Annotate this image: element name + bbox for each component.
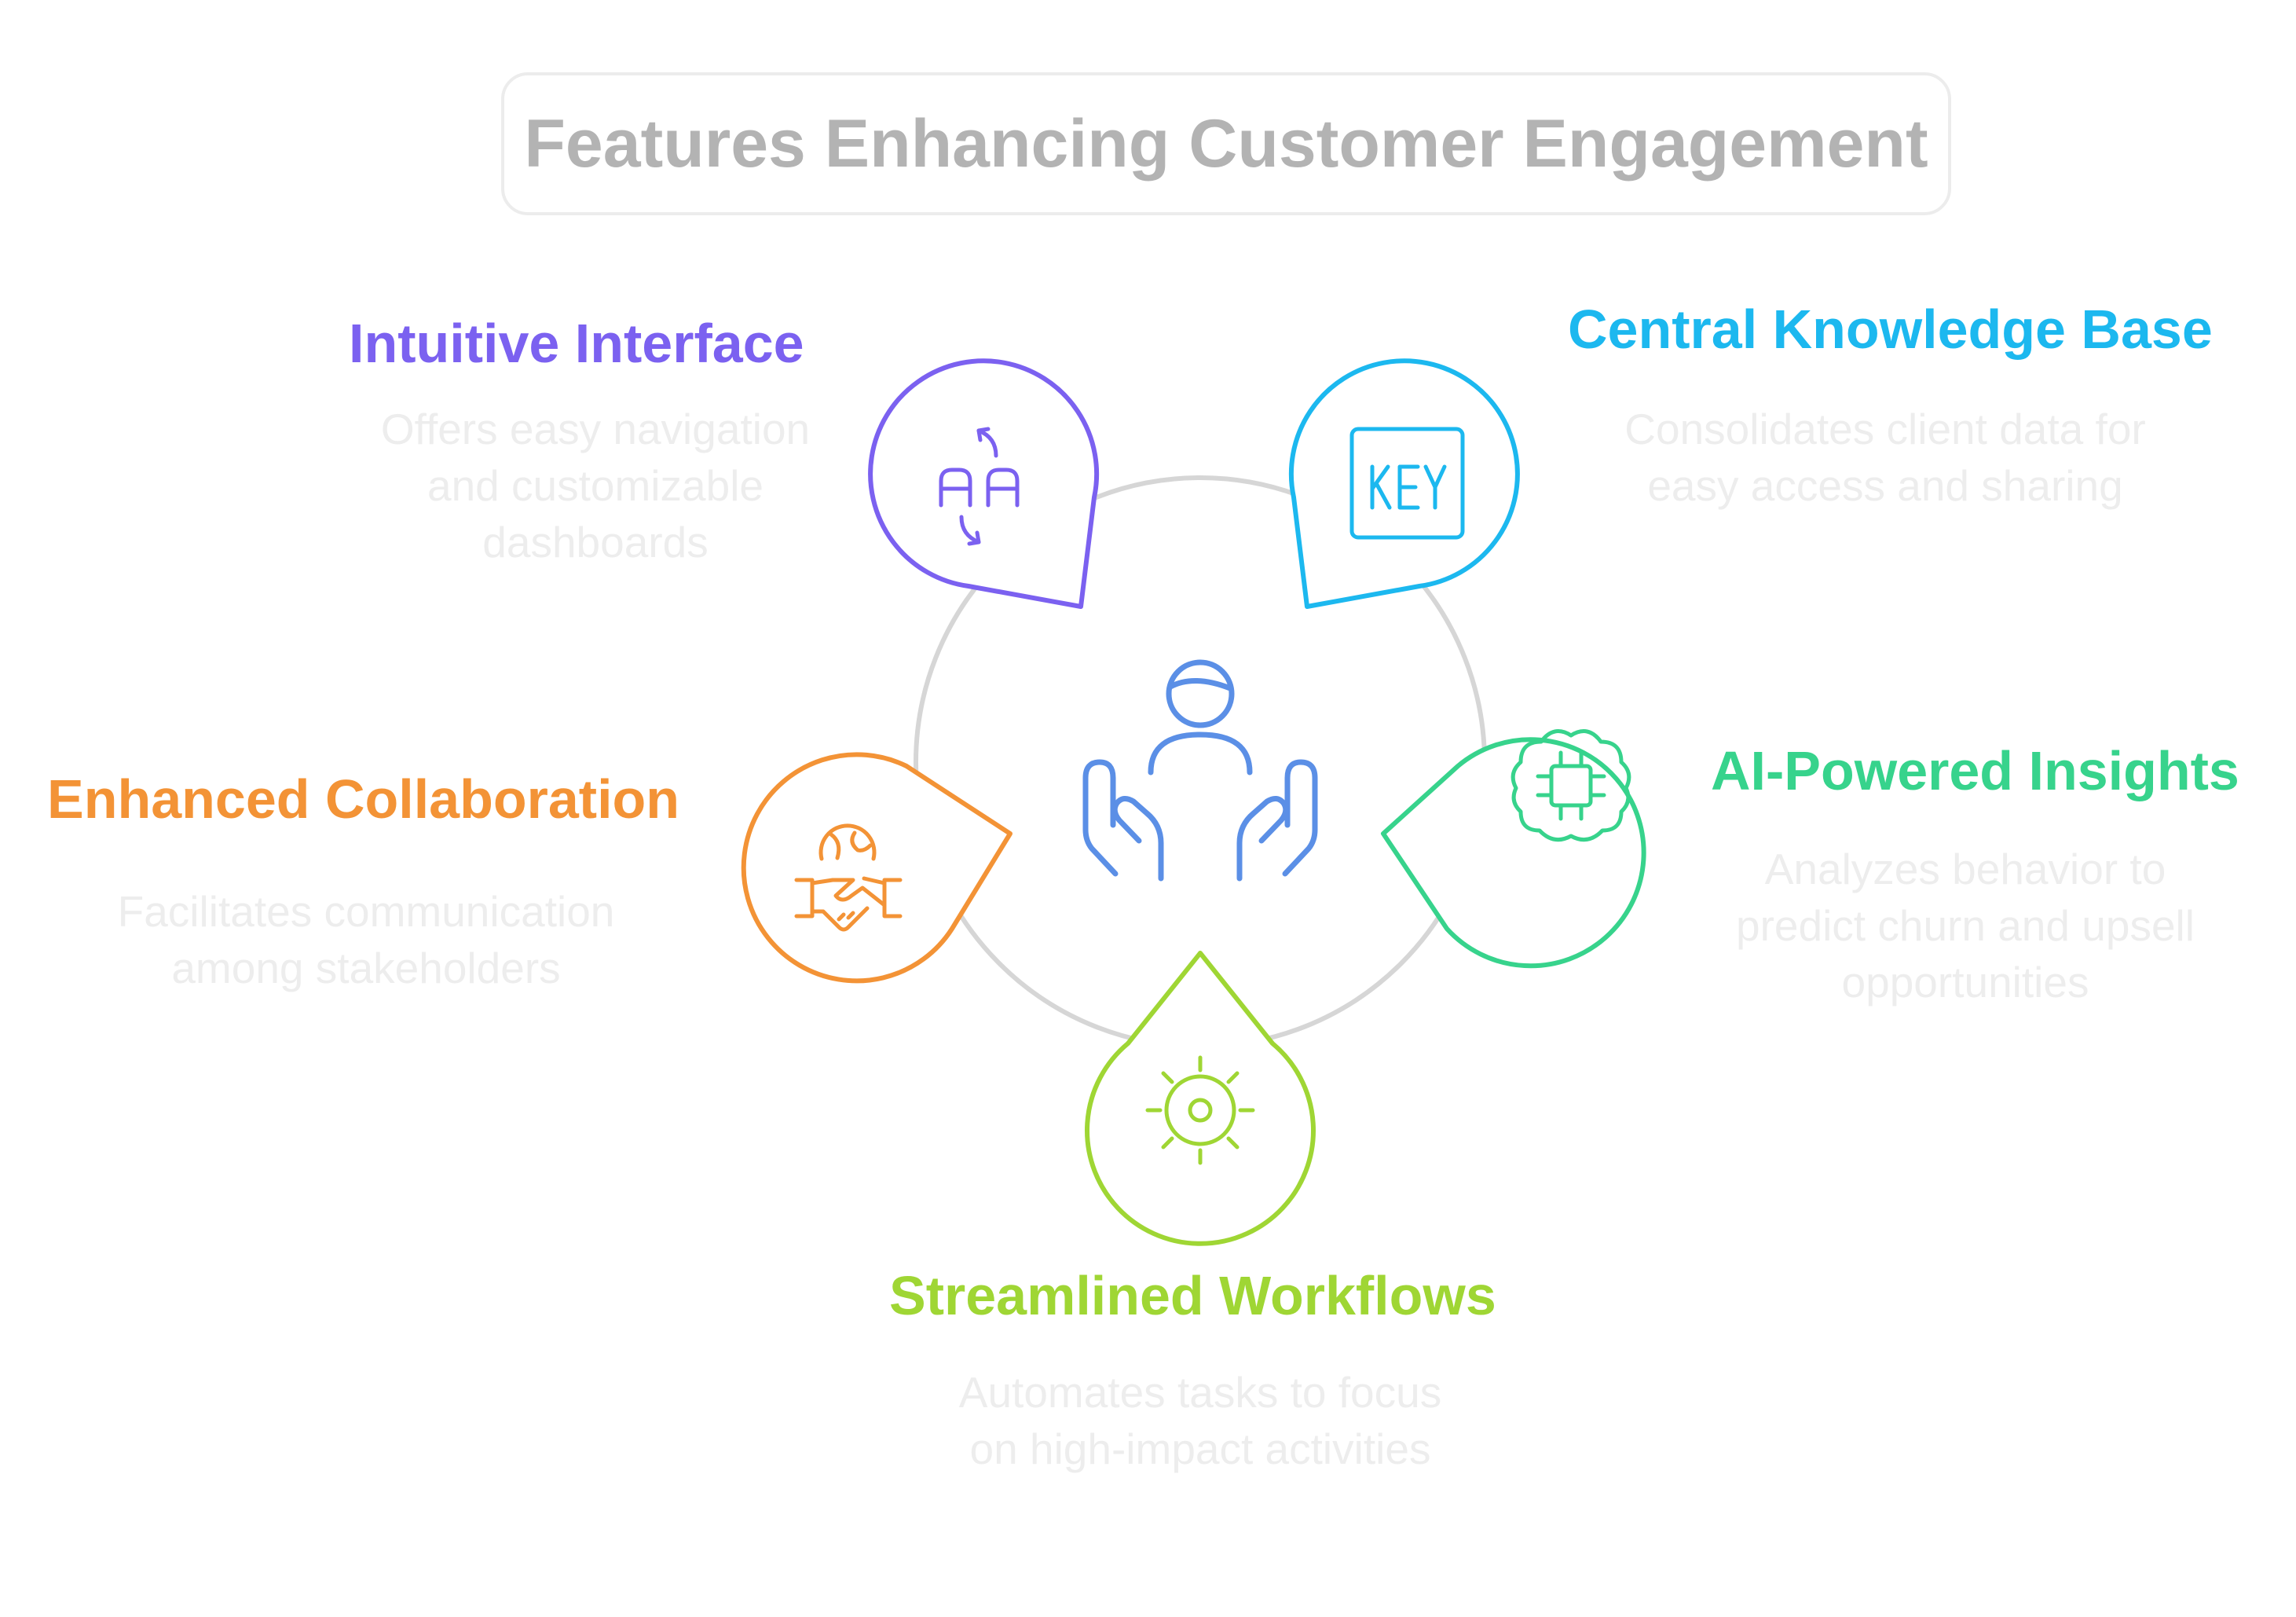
heading-central-knowledge-base: Central Knowledge Base [1568, 299, 2213, 360]
heading-enhanced-collaboration: Enhanced Collaboration [47, 768, 680, 830]
desc-streamlined-workflows: Automates tasks to focus on high-impact … [958, 1368, 1442, 1473]
heading-streamlined-workflows: Streamlined Workflows [889, 1265, 1496, 1326]
heading-intuitive-interface: Intuitive Interface [349, 313, 804, 374]
desc-ai-powered-insights: Analyzes behavior to predict churn and u… [1736, 845, 2195, 1006]
desc-intuitive-interface: Offers easy navigation and customizable … [380, 405, 811, 566]
pin-central-knowledge-base [1288, 358, 1520, 609]
page-title: Features Enhancing Customer Engagement [524, 105, 1928, 182]
desc-enhanced-collaboration: Facilitates communication among stakehol… [117, 887, 615, 992]
brain-chip-icon [1511, 729, 1631, 842]
pin-streamlined-workflows [1085, 951, 1316, 1246]
pin-ai-powered-insights [1381, 729, 1646, 969]
desc-central-knowledge-base: Consolidates client data for easy access… [1624, 405, 2146, 510]
key-icon [1349, 427, 1465, 540]
hands-holding-person-icon [1082, 659, 1318, 882]
pin-intuitive-interface [868, 358, 1100, 609]
title-box: Features Enhancing Customer Engagement [501, 72, 1951, 215]
global-handshake-icon [794, 823, 903, 932]
heading-ai-powered-insights: AI-Powered Insights [1711, 740, 2239, 801]
font-swap-icon [939, 427, 1020, 546]
sun-gear-icon [1145, 1055, 1255, 1165]
pin-enhanced-collaboration [741, 752, 1013, 984]
